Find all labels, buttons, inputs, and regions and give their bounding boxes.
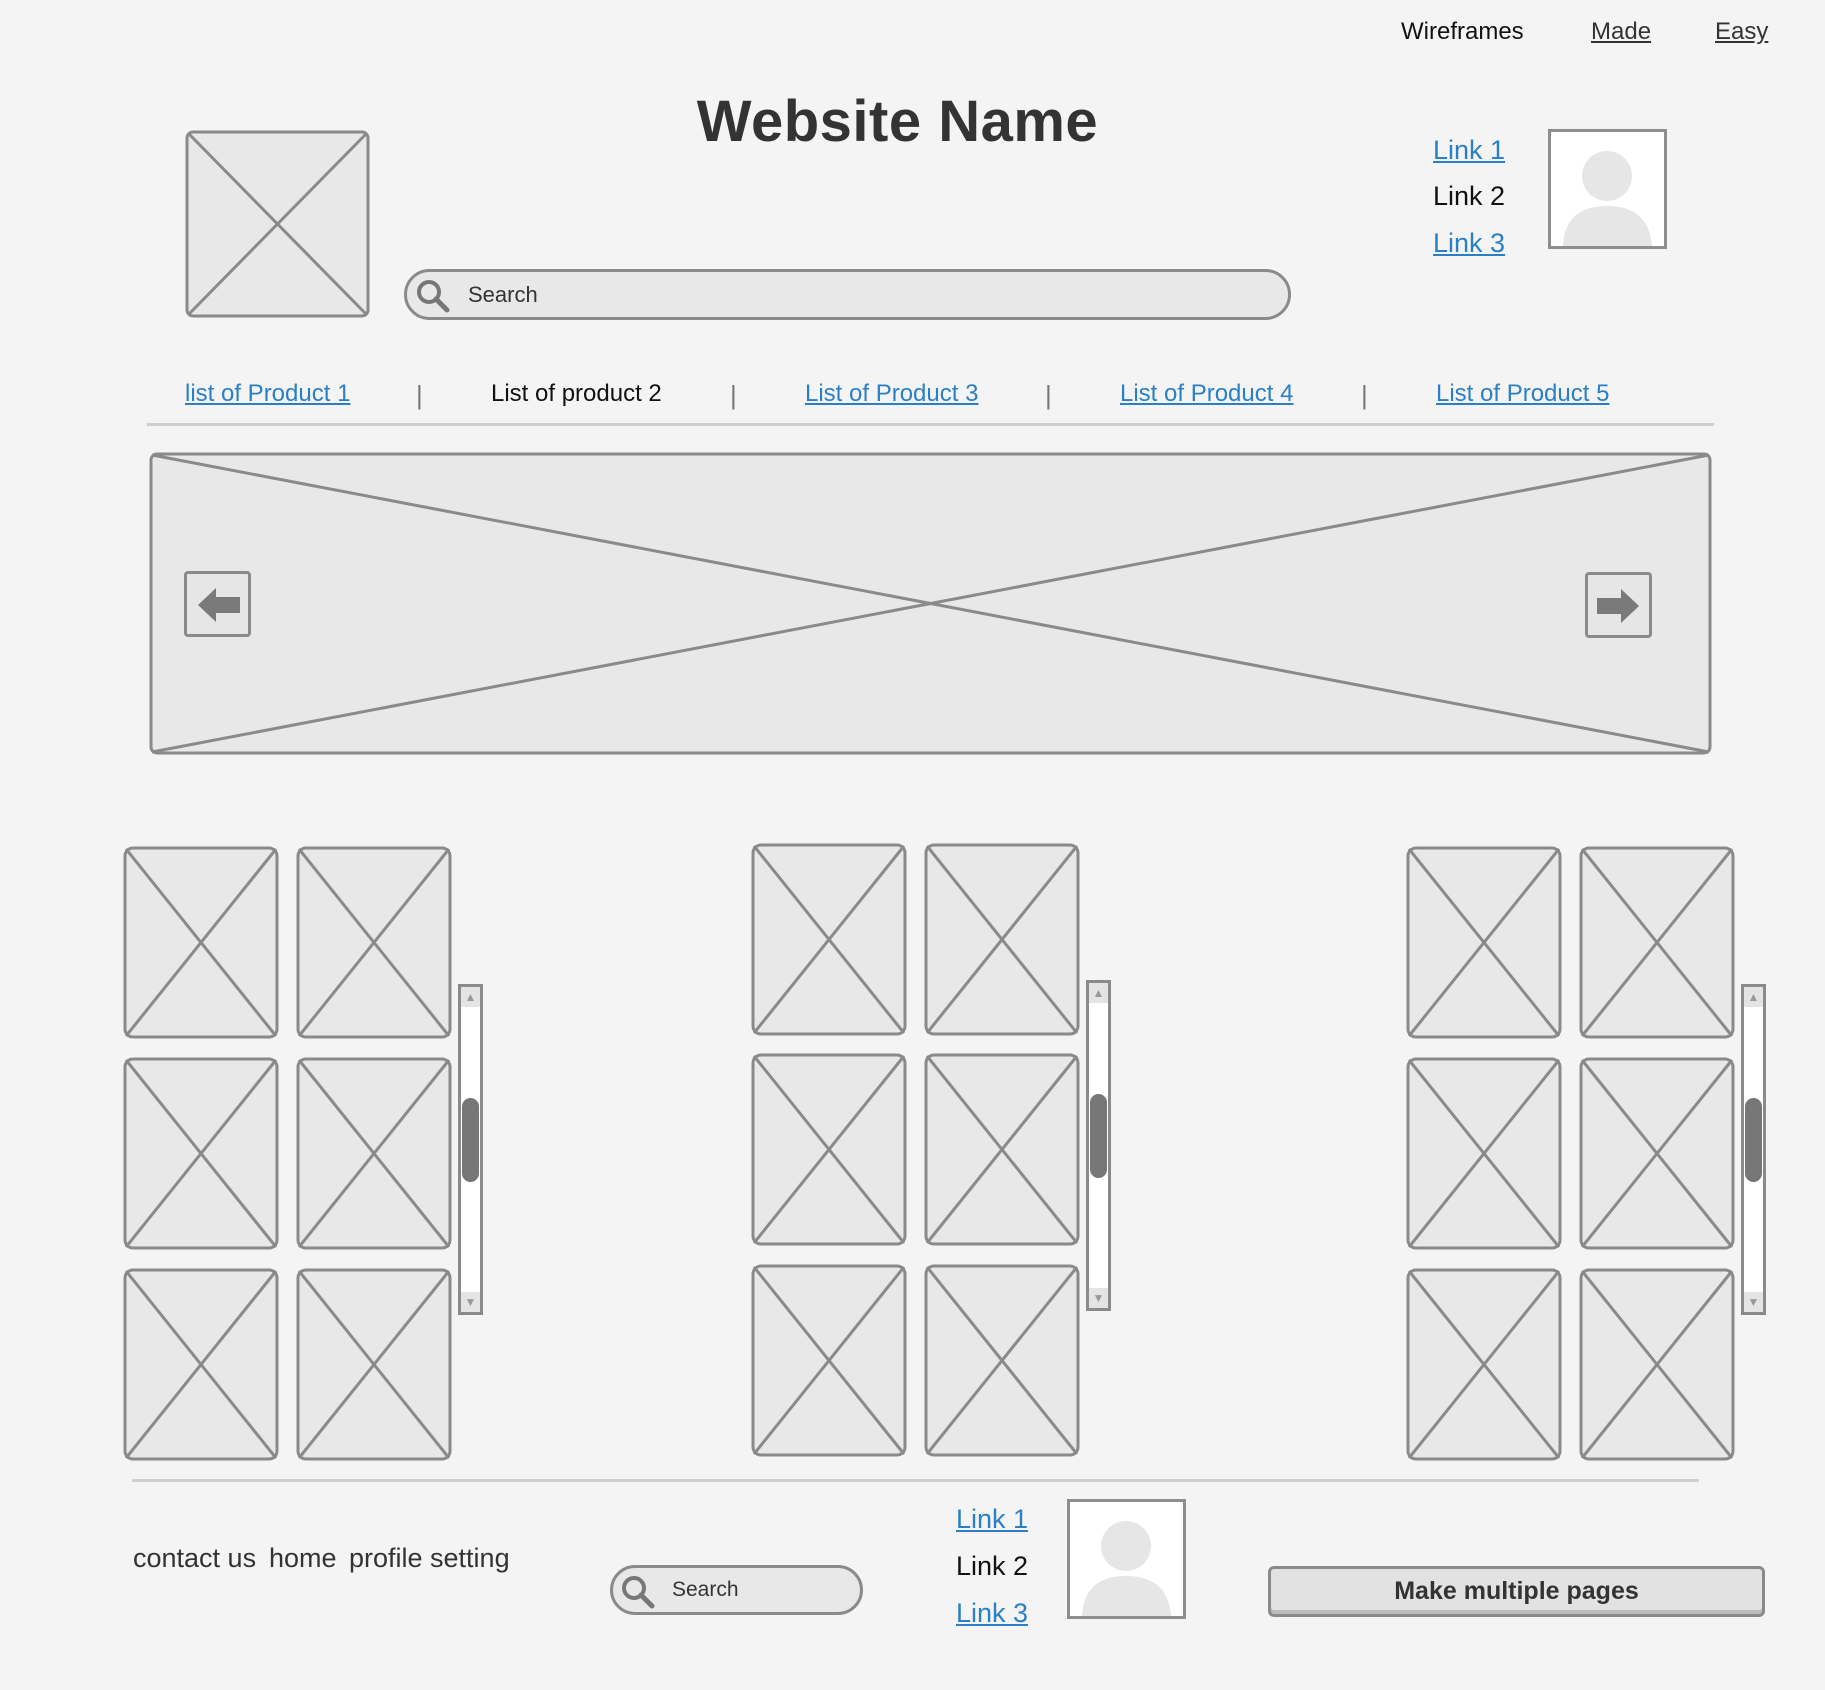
tab-separator: | [730,380,737,410]
product-thumbnail[interactable] [123,1268,279,1461]
footer-link-profile-setting[interactable]: profile setting [349,1543,510,1573]
header-link-3[interactable]: Link 3 [1433,228,1506,258]
tab-product-3[interactable]: List of Product 3 [805,380,979,407]
footer-search-input[interactable]: Search [610,1565,863,1615]
product-thumbnail[interactable] [924,843,1080,1036]
scroll-up-icon[interactable]: ▲ [1744,987,1763,1007]
footer-link-1[interactable]: Link 1 [956,1504,1029,1534]
carousel-prev-button[interactable] [184,571,251,637]
footer-link-contact-us[interactable]: contact us [133,1543,257,1573]
tab-separator: | [1361,380,1368,410]
hero-carousel-placeholder [149,452,1712,755]
user-avatar-icon [1067,1499,1186,1619]
top-nav-made[interactable]: Made [1591,18,1652,45]
product-thumbnail[interactable] [296,1268,452,1461]
search-icon [620,1574,656,1615]
footer-link-2[interactable]: Link 2 [956,1551,1029,1581]
tab-product-1[interactable]: list of Product 1 [185,380,351,407]
header-link-1[interactable]: Link 1 [1433,135,1506,165]
product-thumbnail[interactable] [1406,1057,1562,1250]
product-thumbnail[interactable] [751,843,907,1036]
product-thumbnail[interactable] [123,846,279,1039]
product-thumbnail[interactable] [296,1057,452,1250]
scroll-down-icon[interactable]: ▼ [1744,1292,1763,1312]
carousel-next-button[interactable] [1585,572,1652,638]
scroll-down-icon[interactable]: ▼ [1089,1288,1108,1308]
header-search-input[interactable]: Search [404,269,1291,320]
scroll-down-icon[interactable]: ▼ [461,1292,480,1312]
footer-link-3[interactable]: Link 3 [956,1598,1029,1628]
product-thumbnail[interactable] [1579,846,1735,1039]
footer-divider [132,1479,1699,1482]
product-thumbnail[interactable] [924,1264,1080,1457]
tab-product-4[interactable]: List of Product 4 [1120,380,1294,407]
user-avatar-icon [1548,129,1667,249]
product-thumbnail[interactable] [1406,846,1562,1039]
tabs-divider [147,423,1714,426]
tab-product-2[interactable]: List of product 2 [491,380,662,407]
product-thumbnail[interactable] [1579,1268,1735,1461]
search-placeholder: Search [468,282,538,307]
footer-link-home[interactable]: home [269,1543,337,1573]
product-grid-scrollbar[interactable]: ▲ ▼ [458,984,483,1315]
product-thumbnail[interactable] [296,846,452,1039]
scrollbar-thumb[interactable] [1090,1094,1107,1178]
product-thumbnail[interactable] [1406,1268,1562,1461]
product-thumbnail[interactable] [123,1057,279,1250]
site-title: Website Name [696,89,1099,154]
scrollbar-thumb[interactable] [462,1098,479,1182]
product-thumbnail[interactable] [751,1264,907,1457]
make-multiple-pages-button[interactable]: Make multiple pages [1268,1566,1765,1617]
arrow-left-icon [196,586,242,629]
product-grid-scrollbar[interactable]: ▲ ▼ [1741,984,1766,1315]
top-nav-wireframes[interactable]: Wireframes [1401,18,1524,45]
search-icon [415,278,451,319]
tab-separator: | [416,380,423,410]
search-placeholder: Search [672,1578,739,1601]
product-thumbnail[interactable] [924,1053,1080,1246]
arrow-right-icon [1595,587,1641,630]
top-nav-easy[interactable]: Easy [1715,18,1769,45]
product-thumbnail[interactable] [1579,1057,1735,1250]
scroll-up-icon[interactable]: ▲ [1089,983,1108,1003]
tab-separator: | [1045,380,1052,410]
product-grid-scrollbar[interactable]: ▲ ▼ [1086,980,1111,1311]
product-thumbnail[interactable] [751,1053,907,1246]
header-link-2[interactable]: Link 2 [1433,181,1506,211]
scrollbar-thumb[interactable] [1745,1098,1762,1182]
scroll-up-icon[interactable]: ▲ [461,987,480,1007]
logo-placeholder [185,130,370,318]
tab-product-5[interactable]: List of Product 5 [1436,380,1610,407]
